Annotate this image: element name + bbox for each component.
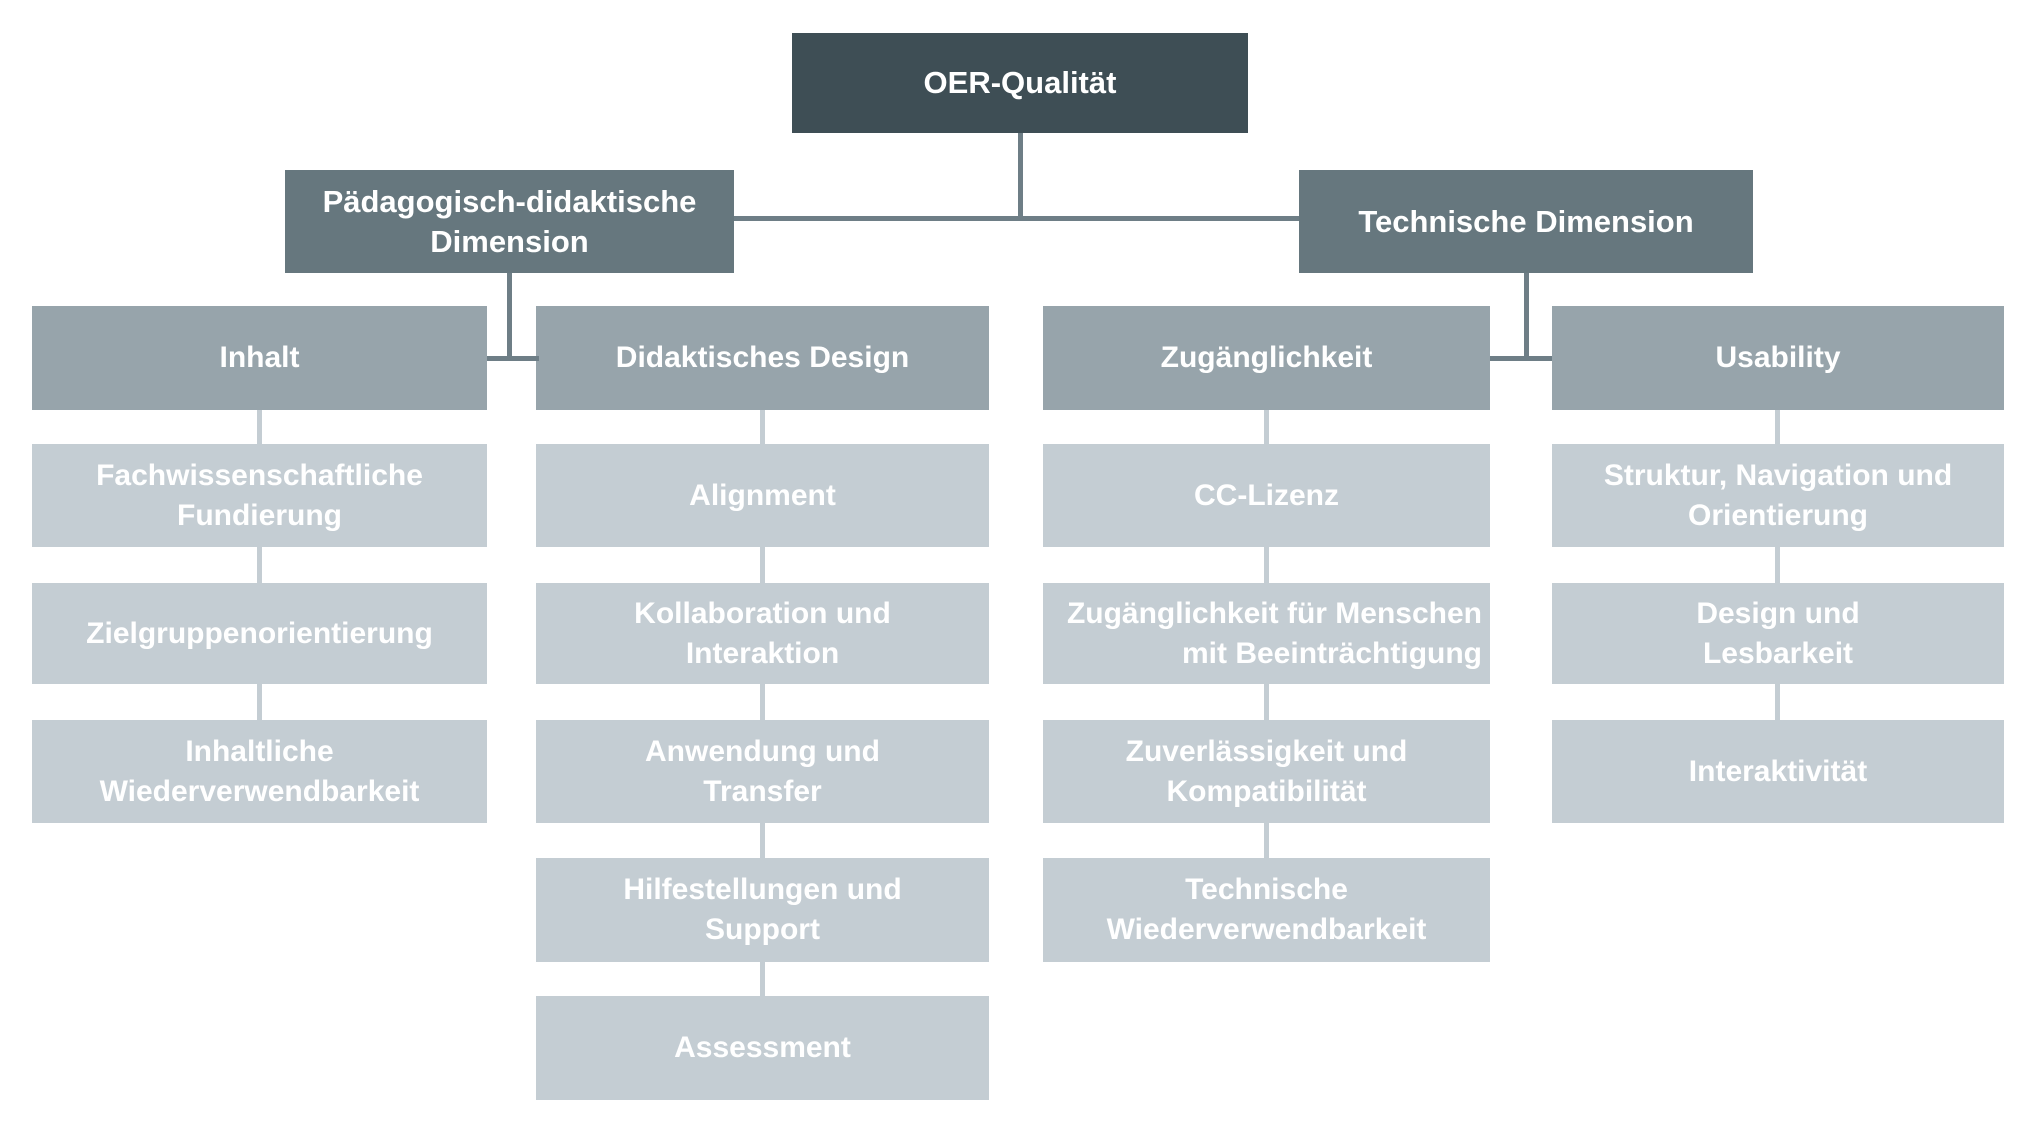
item-inhaltliche-wiederverwendbarkeit: Inhaltliche Wiederverwendbarkeit xyxy=(32,720,487,823)
header-didaktisches-design: Didaktisches Design xyxy=(536,306,989,410)
item-kollaboration-und-interaktion: Kollaboration und Interaktion xyxy=(536,583,989,684)
connector-dim1-horizontal xyxy=(487,356,539,361)
connector-col2-link4 xyxy=(760,823,765,858)
connector-col1-link2 xyxy=(257,547,262,583)
root-box-oer-qualitaet: OER-Qualität xyxy=(792,33,1248,133)
connector-col4-link3 xyxy=(1775,684,1780,720)
connector-col2-link2 xyxy=(760,547,765,583)
connector-dim2-vertical xyxy=(1524,273,1529,361)
item-cc-lizenz: CC-Lizenz xyxy=(1043,444,1490,547)
connector-col3-link1 xyxy=(1264,410,1269,444)
dimension-box-paedagogisch-didaktisch: Pädagogisch-didaktische Dimension xyxy=(285,170,734,273)
item-zielgruppenorientierung: Zielgruppenorientierung xyxy=(32,583,487,684)
header-zugaenglichkeit: Zugänglichkeit xyxy=(1043,306,1490,410)
connector-col4-link1 xyxy=(1775,410,1780,444)
item-fachwissenschaftliche-fundierung: Fachwissenschaftliche Fundierung xyxy=(32,444,487,547)
item-zugaenglichkeit-fuer-menschen: Zugänglichkeit für Menschen mit Beeinträ… xyxy=(1043,583,1490,684)
connector-col1-link1 xyxy=(257,410,262,444)
item-technische-wiederverwendbarkeit: Technische Wiederverwendbarkeit xyxy=(1043,858,1490,962)
connector-root-vertical xyxy=(1018,133,1023,220)
connector-col3-link4 xyxy=(1264,823,1269,858)
connector-col2-link1 xyxy=(760,410,765,444)
connector-dim2-horizontal xyxy=(1490,356,1552,361)
item-struktur-navigation-orientierung: Struktur, Navigation und Orientierung xyxy=(1552,444,2004,547)
connector-col3-link2 xyxy=(1264,547,1269,583)
header-inhalt: Inhalt xyxy=(32,306,487,410)
item-interaktivitaet: Interaktivität xyxy=(1552,720,2004,823)
item-zuverlaessigkeit-und-kompatibilitaet: Zuverlässigkeit und Kompatibilität xyxy=(1043,720,1490,823)
connector-dimensions-horizontal xyxy=(734,216,1299,221)
header-usability: Usability xyxy=(1552,306,2004,410)
connector-col4-link2 xyxy=(1775,547,1780,583)
item-anwendung-und-transfer: Anwendung und Transfer xyxy=(536,720,989,823)
dimension-box-technisch: Technische Dimension xyxy=(1299,170,1753,273)
connector-col1-link3 xyxy=(257,684,262,720)
item-alignment: Alignment xyxy=(536,444,989,547)
item-hilfestellungen-und-support: Hilfestellungen und Support xyxy=(536,858,989,962)
item-design-und-lesbarkeit: Design und Lesbarkeit xyxy=(1552,583,2004,684)
connector-dim1-vertical xyxy=(507,273,512,361)
connector-col2-link5 xyxy=(760,962,765,996)
connector-col3-link3 xyxy=(1264,684,1269,720)
item-assessment: Assessment xyxy=(536,996,989,1100)
connector-col2-link3 xyxy=(760,684,765,720)
